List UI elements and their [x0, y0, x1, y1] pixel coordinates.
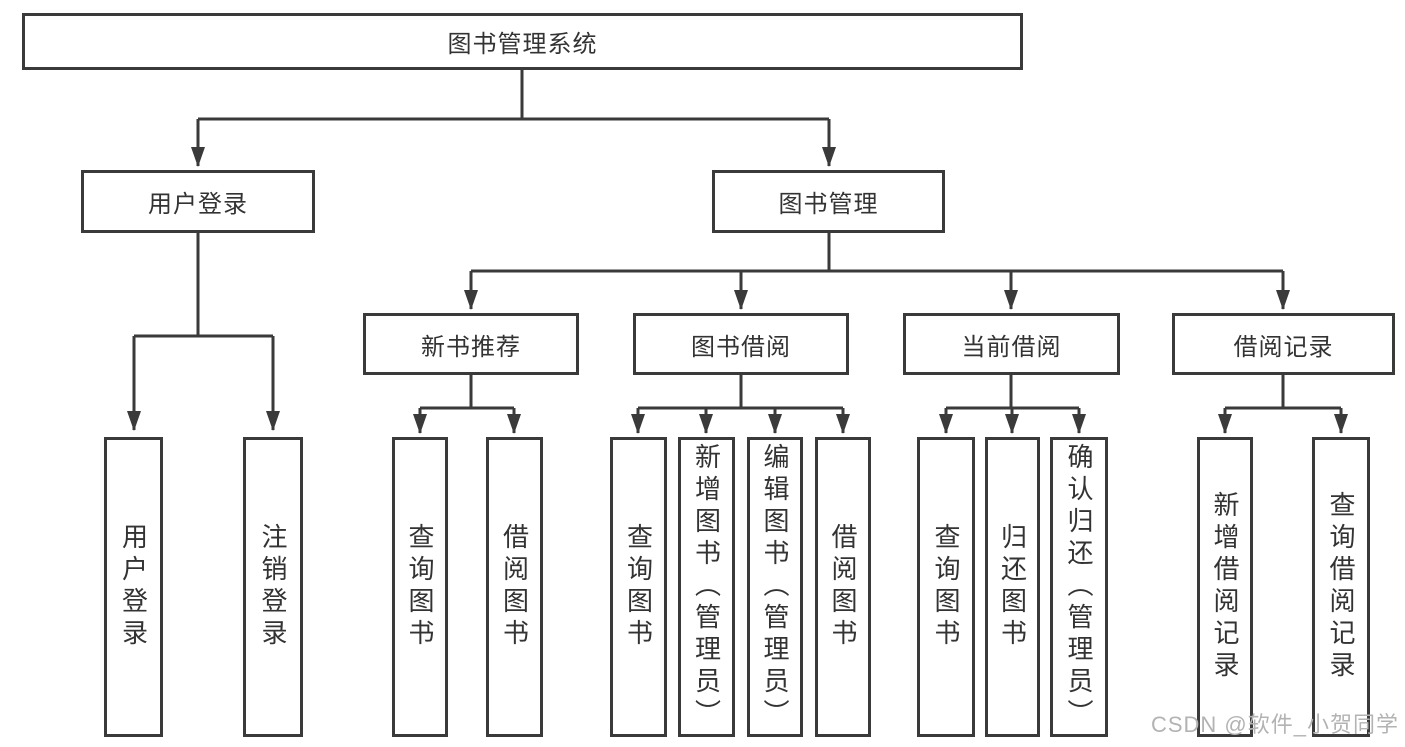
node-edit-books-admin: 编辑图书（管理员） [747, 437, 803, 737]
connector-borrowing-records-children [1218, 375, 1348, 434]
node-label: 查询图书 [931, 523, 961, 651]
node-query-borrow-record: 查询借阅记录 [1312, 437, 1370, 737]
node-logout-action: 注销登录 [243, 437, 303, 737]
node-label: 借阅图书 [828, 523, 858, 651]
node-borrowing-records: 借阅记录 [1172, 313, 1395, 375]
node-borrow-books-recommend: 借阅图书 [486, 437, 543, 737]
node-label: 当前借阅 [961, 333, 1062, 361]
node-label: 归还图书 [997, 523, 1028, 651]
node-add-borrow-record: 新增借阅记录 [1197, 437, 1253, 737]
node-label: 编辑图书（管理员） [760, 443, 790, 731]
connector-book-management-children [464, 233, 1290, 310]
node-label: 图书管理系统 [447, 31, 598, 58]
node-confirm-return-admin: 确认归还（管理员） [1050, 437, 1108, 737]
node-label: 借阅记录 [1233, 333, 1334, 361]
node-label: 查询借阅记录 [1326, 491, 1356, 683]
node-user-login: 用户登录 [81, 170, 315, 233]
connector-root-to-level2 [191, 69, 836, 167]
node-label: 用户登录 [118, 523, 149, 651]
node-user-login-action: 用户登录 [104, 437, 163, 737]
node-book-management: 图书管理 [712, 170, 945, 233]
node-book-borrowing: 图书借阅 [633, 313, 849, 375]
node-label: 用户登录 [148, 191, 248, 218]
node-label: 图书管理 [778, 191, 879, 218]
node-label: 确认归还（管理员） [1064, 443, 1094, 731]
node-label: 借阅图书 [499, 523, 530, 651]
node-borrow-books-action: 借阅图书 [815, 437, 871, 737]
node-query-books-current: 查询图书 [917, 437, 975, 737]
node-label: 图书借阅 [691, 333, 791, 361]
csdn-watermark: CSDN @软件_小贺同学 [1150, 712, 1399, 737]
connector-user-login-children [127, 233, 280, 431]
node-add-books-admin: 新增图书（管理员） [678, 437, 735, 737]
connector-book-borrowing-children [631, 375, 850, 434]
node-return-books: 归还图书 [985, 437, 1040, 737]
node-query-books-borrowing: 查询图书 [610, 437, 667, 737]
node-label: 查询图书 [623, 523, 654, 651]
connector-current-borrowing-children [939, 375, 1086, 434]
node-label: 新增图书（管理员） [691, 443, 722, 731]
node-label: 查询图书 [405, 523, 435, 651]
node-query-books-recommend: 查询图书 [392, 437, 448, 737]
node-new-book-recommendation: 新书推荐 [363, 313, 579, 375]
connector-new-book-recommendation-children [413, 375, 521, 434]
node-current-borrowing: 当前借阅 [903, 313, 1120, 375]
node-label: 新增借阅记录 [1210, 491, 1240, 683]
node-library-management-system: 图书管理系统 [22, 13, 1023, 70]
node-label: 注销登录 [258, 523, 288, 651]
node-label: 新书推荐 [421, 333, 521, 361]
